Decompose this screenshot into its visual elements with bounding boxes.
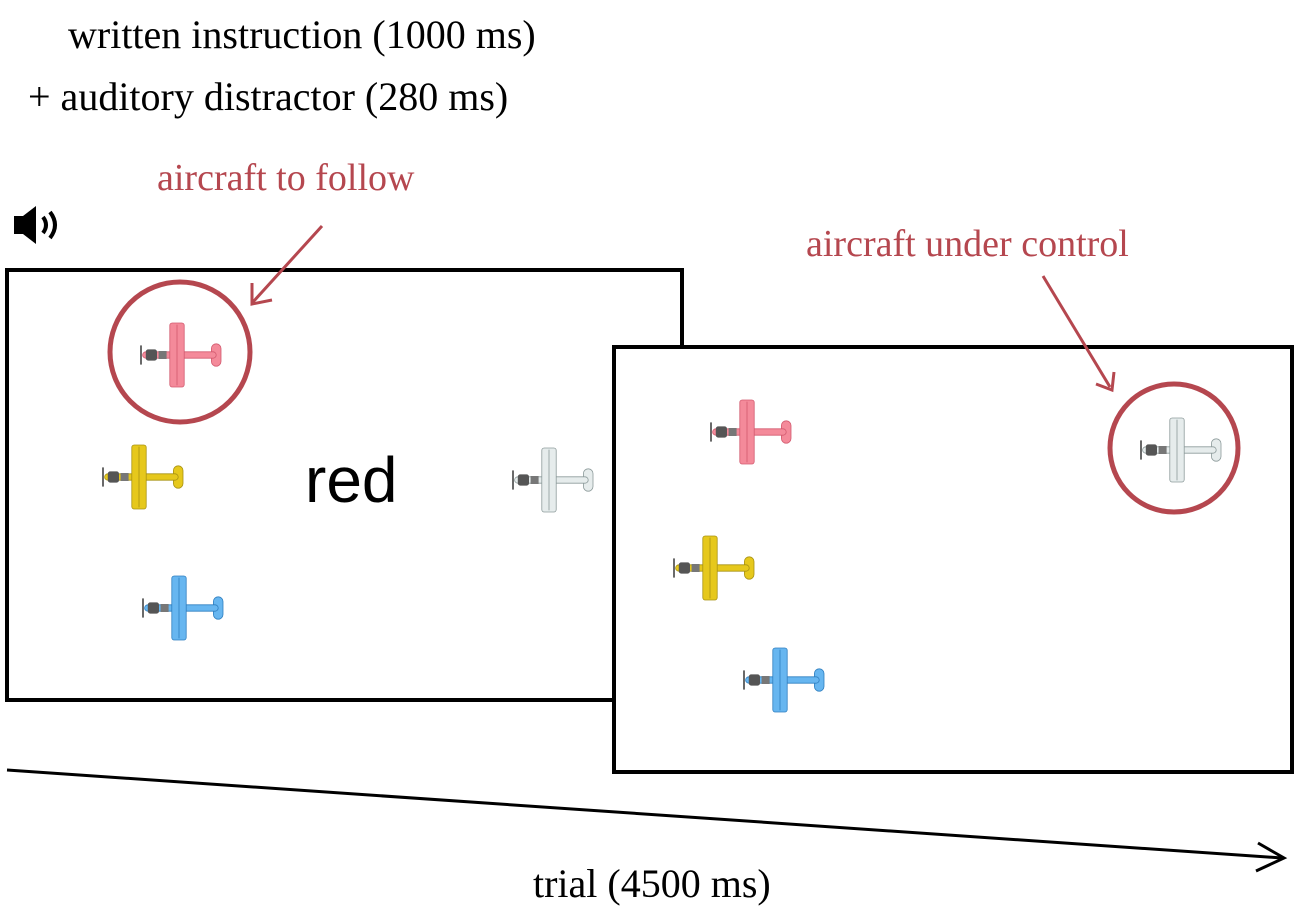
timeline-arrow	[6, 768, 1288, 873]
instruction-frame: red	[5, 268, 684, 702]
follow-arrow	[250, 224, 324, 306]
annotation-aircraft-under-control: aircraft under control	[806, 223, 1129, 265]
follow-target-circle	[107, 279, 253, 425]
header-line-2: + auditory distractor (280 ms)	[28, 74, 508, 119]
instruction-word: red	[305, 444, 398, 516]
header-line-1: written instruction (1000 ms)	[68, 12, 536, 57]
annotation-aircraft-to-follow: aircraft to follow	[157, 157, 415, 199]
control-target-circle	[1107, 381, 1241, 515]
control-arrow	[1041, 275, 1116, 393]
trial-frame	[612, 345, 1294, 774]
speaker-icon	[14, 206, 57, 244]
timeline-label: trial (4500 ms)	[533, 861, 771, 906]
